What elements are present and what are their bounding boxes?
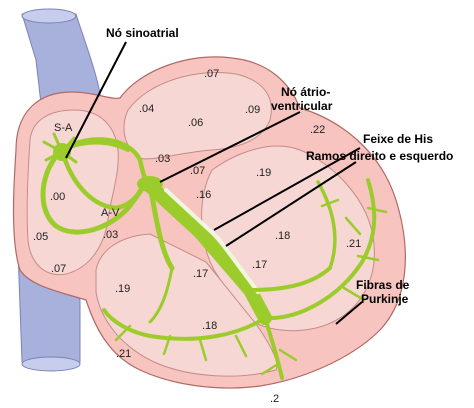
timing-value: .21 xyxy=(116,348,131,360)
timing-value: .04 xyxy=(139,103,154,115)
timing-value: .07 xyxy=(190,165,205,177)
bundle-of-his xyxy=(143,179,272,325)
timing-value: .19 xyxy=(256,167,271,179)
pointer-lines xyxy=(65,41,363,325)
timing-value: .22 xyxy=(310,124,325,136)
label-av-node-line2: ventricular xyxy=(271,99,333,113)
pointer-his-lower xyxy=(225,161,357,247)
timing-value: .03 xyxy=(103,229,118,241)
timing-value: .09 xyxy=(245,104,260,116)
right-bundle-branch xyxy=(147,183,175,271)
label-sa-node: Nó sinoatrial xyxy=(106,26,179,40)
timing-values: .07 .04 .06 .09 .22 .03 .07 .19 .00 .16 … xyxy=(33,68,361,405)
label-his-line1: Feixe de His xyxy=(363,132,433,146)
conduction-system xyxy=(40,132,388,380)
timing-value: .2 xyxy=(270,393,279,405)
timing-value: .03 xyxy=(155,153,170,165)
label-purkinje-line2: Purkinje xyxy=(361,292,409,306)
label-av-node-line1: Nó átrio- xyxy=(281,85,330,99)
timing-value: .18 xyxy=(275,230,290,242)
pointer-sa-node xyxy=(65,41,127,159)
septum-highlight xyxy=(164,188,260,294)
pointer-av-node xyxy=(159,111,301,183)
timing-value: .00 xyxy=(50,191,65,203)
timing-value: .21 xyxy=(346,238,361,250)
timing-value: .07 xyxy=(51,263,66,275)
label-purkinje-line1: Fibras de xyxy=(356,278,410,292)
internodal-pathway-middle xyxy=(59,147,149,211)
label-av-abbrev: A-V xyxy=(101,207,120,219)
timing-value: .17 xyxy=(193,268,208,280)
left-bundle-branch xyxy=(248,266,332,292)
internodal-pathway-upper xyxy=(59,137,149,185)
label-his-line2: Ramos direito e esquerdo xyxy=(306,149,453,163)
pointer-purkinje xyxy=(335,301,363,325)
timing-value: .18 xyxy=(202,320,217,332)
timing-value: .19 xyxy=(115,283,130,295)
timing-value: .07 xyxy=(204,68,219,80)
timing-value: .05 xyxy=(33,231,48,243)
timing-value: .06 xyxy=(188,117,203,129)
timing-value: .17 xyxy=(252,259,267,271)
pointer-his-upper xyxy=(213,147,361,231)
right-atrium xyxy=(26,109,119,276)
timing-value: .16 xyxy=(196,189,211,201)
label-sa-abbrev: S-A xyxy=(54,122,73,134)
purkinje-fibers xyxy=(102,178,388,380)
